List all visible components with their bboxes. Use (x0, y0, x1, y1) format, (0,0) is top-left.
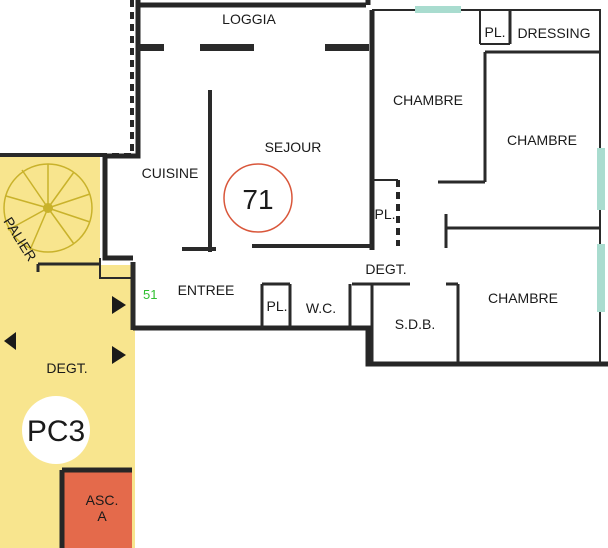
arrow-right-icon (112, 296, 126, 314)
spiral-staircase (3, 163, 100, 272)
room-label-entree: ENTREE (178, 282, 235, 298)
room-label-placard-chambre: PL. (484, 24, 505, 40)
room-label-sejour: SEJOUR (265, 139, 322, 155)
room-label-wc: W.C. (306, 300, 336, 316)
apartment-number: 71 (242, 184, 273, 215)
loggia-partition (138, 44, 369, 51)
room-label-degt-common: DEGT. (46, 360, 87, 376)
lot-marker: 51 (143, 287, 157, 302)
elevator-shaft (62, 470, 132, 548)
outer-wall-dashed (100, 0, 134, 157)
direction-arrows (4, 296, 126, 364)
common-area-circle (22, 396, 90, 464)
room-label-cuisine: CUISINE (142, 165, 199, 181)
room-label-loggia: LOGGIA (222, 11, 276, 27)
room-label-chambre-2: CHAMBRE (507, 132, 577, 148)
apartment-number-circle (223, 163, 293, 233)
room-label-chambre-1: CHAMBRE (393, 92, 463, 108)
room-label-dressing: DRESSING (517, 25, 590, 41)
elevator-label-line2: A (97, 508, 107, 524)
room-label-placard-degagement: PL. (374, 206, 395, 222)
room-label-placard-entree: PL. (266, 298, 287, 314)
room-label-sdb: S.D.B. (395, 316, 435, 332)
room-label-chambre-3: CHAMBRE (488, 290, 558, 306)
elevator-label-line1: ASC. (86, 492, 119, 508)
arrow-left-icon (4, 332, 16, 350)
arrow-right-icon (112, 346, 126, 364)
room-label-degagement: DEGT. (365, 261, 406, 277)
apartment-walls (99, 0, 608, 367)
windows (415, 6, 605, 312)
common-area-code: PC3 (27, 415, 85, 448)
interior-walls (182, 10, 600, 362)
